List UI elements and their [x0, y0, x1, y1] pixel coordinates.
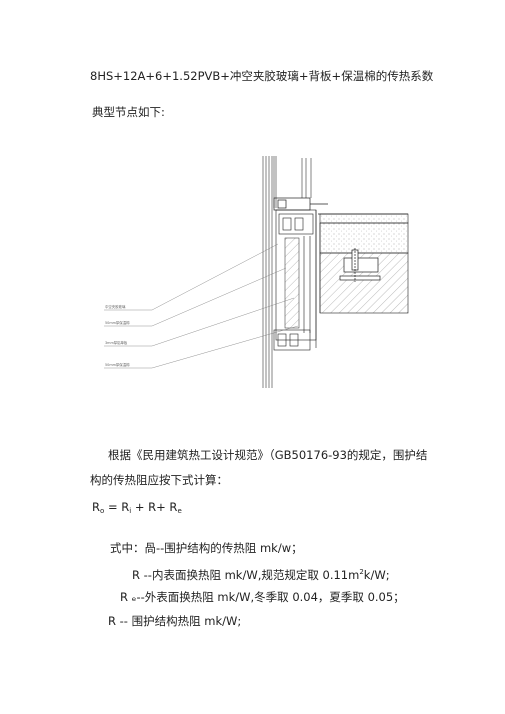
definition-line-2-tail: k/W; — [363, 567, 390, 582]
paragraph-line-2: 构的传热阻应按下式计算： — [90, 473, 228, 487]
formula: Ro = Ri + R+ Re — [92, 500, 182, 516]
formula-r-sub: o — [100, 507, 105, 515]
formula-r: R — [92, 500, 100, 514]
definition-line-2-sup: 2 — [359, 568, 364, 576]
paragraph-line-1: 根据《民用建筑热工设计规范》（GB50176-93的规定，围护结 — [108, 448, 428, 462]
definition-line-3: R ₑ--外表面换热阻 mk/W,冬季取 0.04，夏季取 0.05； — [120, 590, 405, 604]
subheading: 典型节点如下: — [92, 105, 165, 119]
definition-line-4: R -- 围护结构热阻 mk/W; — [108, 614, 242, 628]
definition-line-1: 式中：咼--围护结构的传热阻 mk/w； — [110, 541, 303, 555]
formula-i-sub: i — [129, 507, 132, 515]
callout-3: 3mm厚铝单板 — [105, 340, 128, 345]
callout-4: 50mm厚保温棉 — [105, 362, 130, 367]
heading: 8HS+12A+6+1.52PVB+冲空夹胶玻璃+背板+保温棉的传热系数 — [90, 69, 434, 83]
definition-line-2: R --内表面换热阻 mk/W,规范规定取 0.11m2k/W; — [132, 565, 390, 582]
formula-e-sub: e — [177, 507, 182, 515]
callout-2: 50mm厚保温棉 — [105, 320, 130, 325]
formula-plus: + R+ R — [134, 500, 178, 514]
formula-eq: = R — [107, 500, 130, 514]
typical-node-drawing: 中空夹胶玻璃 50mm厚保温棉 3mm厚铝单板 50mm厚保温棉 — [104, 156, 409, 388]
callout-1: 中空夹胶玻璃 — [105, 304, 126, 309]
definition-line-2-text: R --内表面换热阻 mk/W,规范规定取 0.11m — [132, 567, 360, 582]
